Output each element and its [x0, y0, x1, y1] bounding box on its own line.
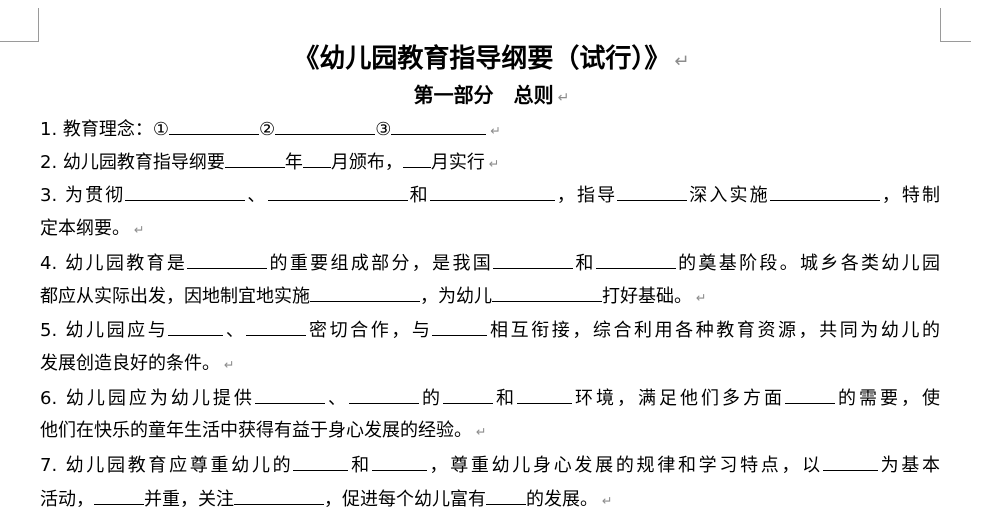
text-line: 活动， 并重，关注 ，促进每个幼儿富有 的发展。 ↵	[40, 487, 613, 513]
fill-in-blank[interactable]	[224, 150, 285, 168]
fill-in-blank[interactable]	[429, 183, 555, 201]
line-text: 和	[573, 253, 596, 274]
fill-in-blank[interactable]	[402, 150, 431, 168]
text-line: 定本纲要。 ↵	[40, 217, 145, 242]
fill-in-blank[interactable]	[442, 386, 493, 404]
paragraph-mark-icon: ↵	[696, 290, 707, 305]
fill-in-blank[interactable]	[267, 183, 408, 201]
line-text: 的	[418, 388, 443, 409]
line-text: 活动，	[40, 489, 94, 510]
paragraph-mark-icon: ↵	[557, 90, 570, 106]
fill-in-blank[interactable]	[169, 117, 260, 135]
line-text: 和	[492, 388, 517, 409]
line-text: 年	[284, 152, 303, 173]
line-text: 的需要，使	[835, 388, 941, 409]
line-text: 的重要组成部分，是我国	[267, 253, 494, 274]
text-line: 发展创造良好的条件。 ↵	[40, 352, 235, 377]
paragraph-mark-icon: ↵	[490, 123, 501, 138]
line-text: 发展创造良好的条件。	[40, 353, 220, 374]
line-text: 5. 幼儿园应与	[40, 320, 169, 341]
line-text: 环境，满足他们多方面	[571, 388, 786, 409]
document-title: 《幼儿园教育指导纲要（试行）》↵	[0, 42, 983, 79]
line-text: 他们在快乐的童年生活中获得有益于身心发展的经验。	[40, 420, 472, 441]
line-text: 、	[324, 388, 349, 409]
fill-in-blank[interactable]	[432, 318, 488, 336]
fill-in-blank[interactable]	[168, 318, 224, 336]
line-text: ，尊重幼儿身心发展的规律和学习特点，以	[426, 455, 823, 476]
line-text: ，为幼儿	[420, 286, 492, 307]
line-text: 和	[348, 455, 372, 476]
paragraph-mark-icon: ↵	[602, 493, 613, 508]
line-text: 定本纲要。	[40, 218, 130, 239]
line-text: 、	[223, 320, 247, 341]
fill-in-blank[interactable]	[371, 453, 427, 471]
fill-in-blank[interactable]	[246, 318, 307, 336]
line-text: 为基本	[877, 455, 941, 476]
line-text: 、	[245, 185, 268, 206]
text-line: 5. 幼儿园应与 、 密切合作，与 相互衔接，综合利用各种教育资源，共同为幼儿的	[40, 318, 940, 343]
line-text: ，促进每个幼儿富有	[324, 489, 486, 510]
text-line: 7. 幼儿园教育应尊重幼儿的 和 ，尊重幼儿身心发展的规律和学习特点，以 为基本	[40, 453, 940, 478]
paragraph-mark-icon: ↵	[488, 156, 500, 171]
text-line: 6. 幼儿园应为幼儿提供 、 的 和 环境，满足他们多方面 的需要，使	[40, 386, 940, 411]
section-heading-text: 第一部分 总则	[413, 83, 554, 107]
fill-in-blank[interactable]	[595, 251, 676, 269]
page-corner-top-right	[940, 8, 971, 42]
paragraph-mark-icon: ↵	[476, 424, 487, 439]
fill-in-blank[interactable]	[234, 487, 324, 505]
line-text: 7. 幼儿园教育应尊重幼儿的	[40, 455, 294, 476]
fill-in-blank[interactable]	[187, 251, 268, 269]
fill-in-blank[interactable]	[348, 386, 419, 404]
text-line: 2. 幼儿园教育指导纲要 年 月颁布， 月实行↵	[40, 150, 499, 176]
line-text: 的发展。	[526, 489, 598, 510]
fill-in-blank[interactable]	[822, 453, 878, 471]
fill-in-blank[interactable]	[275, 117, 376, 135]
fill-in-blank[interactable]	[516, 386, 572, 404]
fill-in-blank[interactable]	[125, 183, 246, 201]
fill-in-blank[interactable]	[769, 183, 880, 201]
line-text: 相互衔接，综合利用各种教育资源，共同为幼儿的	[487, 320, 941, 341]
fill-in-blank[interactable]	[486, 487, 526, 505]
paragraph-mark-icon: ↵	[224, 357, 235, 372]
text-line: 1. 教育理念：① ② ③ ↵	[40, 117, 501, 143]
fill-in-blank[interactable]	[785, 386, 836, 404]
line-text: ，指导	[554, 185, 618, 206]
fill-in-blank[interactable]	[617, 183, 688, 201]
section-heading: 第一部分 总则↵	[0, 80, 983, 113]
text-line: 4. 幼儿园教育是 的重要组成部分，是我国 和 的奠基阶段。城乡各类幼儿园	[40, 251, 940, 276]
line-text: 和	[407, 185, 430, 206]
line-text: 都应从实际出发，因地制宜地实施	[40, 286, 310, 307]
line-text: 深入实施	[687, 185, 770, 206]
line-text: 打好基础。	[602, 286, 692, 307]
text-line: 3. 为贯彻 、 和 ，指导 深入实施 ，特制	[40, 183, 940, 208]
fill-in-blank[interactable]	[94, 487, 144, 505]
line-text: ③	[375, 119, 392, 140]
fill-in-blank[interactable]	[293, 453, 349, 471]
line-text: 月颁布，	[330, 152, 403, 173]
paragraph-mark-icon: ↵	[134, 222, 145, 237]
line-text: 月实行	[430, 152, 485, 173]
fill-in-blank[interactable]	[493, 251, 574, 269]
fill-in-blank[interactable]	[302, 150, 331, 168]
fill-in-blank[interactable]	[310, 284, 420, 302]
line-text: ，特制	[879, 185, 941, 206]
line-text: 6. 幼儿园应为幼儿提供	[40, 388, 255, 409]
line-text: 1. 教育理念：①	[40, 119, 170, 140]
fill-in-blank[interactable]	[492, 284, 602, 302]
line-text: 2. 幼儿园教育指导纲要	[40, 152, 225, 173]
title-text: 《幼儿园教育指导纲要（试行）》	[293, 44, 671, 74]
fill-in-blank[interactable]	[391, 117, 487, 135]
page-corner-top-left	[0, 8, 39, 42]
paragraph-mark-icon: ↵	[674, 51, 690, 72]
line-text: 的奠基阶段。城乡各类幼儿园	[675, 253, 941, 274]
text-line: 都应从实际出发，因地制宜地实施 ，为幼儿 打好基础。 ↵	[40, 284, 707, 310]
line-text: 密切合作，与	[306, 320, 433, 341]
line-text: 4. 幼儿园教育是	[40, 253, 188, 274]
line-text: 3. 为贯彻	[40, 185, 126, 206]
line-text: ②	[259, 119, 276, 140]
line-text: 并重，关注	[144, 489, 234, 510]
text-line: 他们在快乐的童年生活中获得有益于身心发展的经验。 ↵	[40, 419, 487, 444]
fill-in-blank[interactable]	[254, 386, 325, 404]
